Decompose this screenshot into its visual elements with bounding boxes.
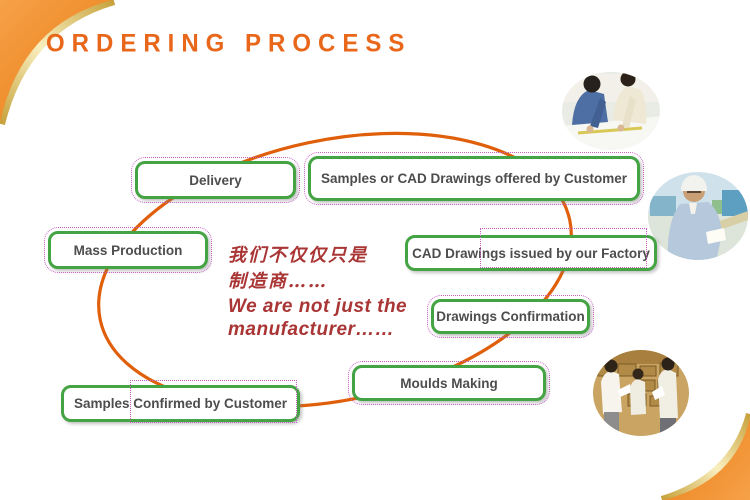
slogan-line-zh-2: 制造商……: [228, 271, 328, 292]
process-step-delivery: Delivery: [131, 157, 300, 203]
page-title: ORDERING PROCESS: [46, 29, 412, 58]
slogan-line-en-1: We are not just the: [228, 296, 408, 317]
slogan: 我们不仅仅只是 制造商…… We are not just the manufa…: [228, 243, 407, 341]
photo-customers-reviewing-drawings: [562, 72, 660, 150]
photo-factory-engineer: [648, 172, 748, 260]
photo-warehouse-inspection: [593, 350, 689, 436]
corner-decoration-top-left: [0, 0, 116, 125]
process-step-moulds-making: Moulds Making: [348, 361, 550, 405]
slogan-line-zh-1: 我们不仅仅只是: [228, 245, 368, 266]
slogan-line-en-2: manufacturer……: [228, 319, 395, 340]
process-step-mass-production: Mass Production: [44, 227, 212, 273]
process-step-samples-offered: Samples or CAD Drawings offered by Custo…: [304, 152, 644, 205]
process-step-samples-confirmed: Samples Confirmed by Customer: [61, 385, 300, 422]
process-step-cad-issued: CAD Drawings issued by our Factory: [405, 235, 657, 271]
process-step-drawings-confirmation: Drawings Confirmation: [427, 295, 594, 338]
corner-decoration-bottom-right: [660, 412, 750, 500]
